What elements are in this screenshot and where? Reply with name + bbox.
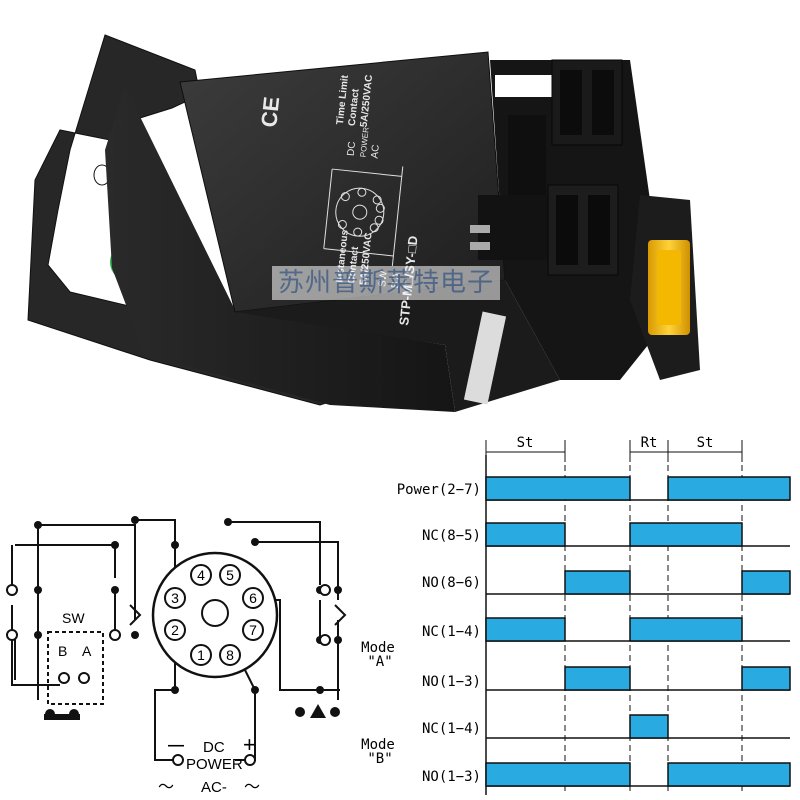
contact-terminal bbox=[78, 672, 90, 684]
contact-terminal bbox=[319, 584, 331, 596]
socket-pins: 4 5 3 6 2 7 1 8 bbox=[164, 564, 264, 666]
timing-high-pulse bbox=[741, 666, 791, 691]
row-label-b-no-1-3: NO(1−3) bbox=[422, 769, 481, 785]
time-limit-marker bbox=[334, 604, 347, 626]
timing-high-pulse bbox=[485, 522, 566, 547]
contact-terminal bbox=[109, 629, 121, 641]
printed-schematic bbox=[323, 166, 404, 266]
timing-high-pulse bbox=[667, 476, 791, 501]
contact-terminal bbox=[6, 584, 18, 596]
pin-label: 7 bbox=[249, 622, 257, 638]
time-limit-marker bbox=[129, 604, 142, 626]
contact-terminal bbox=[58, 672, 70, 684]
mode-a-label: Mode bbox=[361, 640, 395, 656]
mode-b-name: "B" bbox=[367, 751, 392, 767]
ac-print: AC bbox=[370, 144, 382, 159]
power-label: POWER bbox=[186, 756, 243, 773]
timing-high-pulse bbox=[485, 617, 566, 642]
pin-label: 3 bbox=[171, 590, 179, 606]
row-label-nc-8-5: NC(8−5) bbox=[422, 528, 481, 544]
contact-terminal bbox=[319, 634, 331, 646]
sw-label: SW bbox=[62, 610, 85, 626]
terminal-socket bbox=[470, 59, 700, 380]
timing-high-pulse bbox=[629, 714, 669, 739]
row-label-b-nc-1-4: NC(1−4) bbox=[422, 721, 481, 737]
sw-a-label: A bbox=[82, 643, 92, 659]
contact-terminal bbox=[6, 629, 18, 641]
pin-label: 4 bbox=[197, 567, 205, 583]
timing-high-pulse bbox=[629, 617, 743, 642]
timing-high-pulse bbox=[564, 666, 631, 691]
ce-mark: CE bbox=[256, 95, 284, 128]
time-limit-label: Time Limit bbox=[335, 74, 351, 125]
row-label-a-no-1-3: NO(1−3) bbox=[422, 674, 481, 690]
serial-sticker bbox=[463, 311, 507, 405]
row-label-power: Power(2−7) bbox=[397, 482, 481, 498]
mounting-bracket bbox=[27, 34, 362, 406]
ac-label: AC- bbox=[201, 779, 227, 796]
timing-high-pulse bbox=[485, 476, 631, 501]
timing-high-pulse bbox=[741, 570, 791, 595]
mode-b-label: Mode bbox=[361, 737, 395, 753]
ac-tilde-left: 〜 bbox=[158, 779, 174, 796]
timing-high-pulse bbox=[629, 522, 743, 547]
pin-label: 6 bbox=[249, 590, 257, 606]
contact-terminal bbox=[172, 754, 184, 766]
header-st-2: St bbox=[697, 435, 714, 451]
product-photo: QC CE STP-M□/SY-□D SW B A Instaneous Con… bbox=[27, 34, 700, 412]
timing-high-pulse bbox=[485, 762, 631, 787]
row-label-no-8-6: NO(8−6) bbox=[422, 575, 481, 591]
power-print: POWER bbox=[359, 126, 371, 157]
pin-label: 1 bbox=[197, 647, 205, 663]
dc-plus: + bbox=[243, 732, 256, 757]
sw-b-label: B bbox=[58, 643, 67, 659]
pin-label: 2 bbox=[171, 622, 179, 638]
dc-label: DC bbox=[203, 739, 225, 756]
socket-key bbox=[201, 599, 229, 627]
sw-box bbox=[47, 631, 104, 705]
time-limit-rating: 5A/250VAC bbox=[359, 74, 375, 127]
pin-label: 8 bbox=[226, 647, 234, 663]
time-limit-contact: Contact bbox=[347, 88, 362, 127]
timing-high-pulse bbox=[564, 570, 631, 595]
contact-terminal bbox=[244, 754, 256, 766]
row-label-a-nc-1-4: NC(1−4) bbox=[422, 624, 481, 640]
dc-minus: — bbox=[168, 737, 184, 754]
pin-label: 5 bbox=[226, 567, 234, 583]
header-rt: Rt bbox=[641, 435, 658, 451]
ac-tilde-right: 〜 bbox=[244, 779, 260, 796]
dc-print: DC bbox=[346, 141, 358, 157]
wiring-diagram: 4 5 3 6 2 7 1 8 SW B A — DC + POWER 〜 AC… bbox=[6, 516, 347, 796]
watermark: 苏州普斯莱特电子 bbox=[272, 266, 501, 300]
header-st-1: St bbox=[517, 435, 534, 451]
mode-a-name: "A" bbox=[367, 654, 392, 670]
relay-side bbox=[105, 86, 455, 412]
timing-high-pulse bbox=[667, 762, 791, 787]
